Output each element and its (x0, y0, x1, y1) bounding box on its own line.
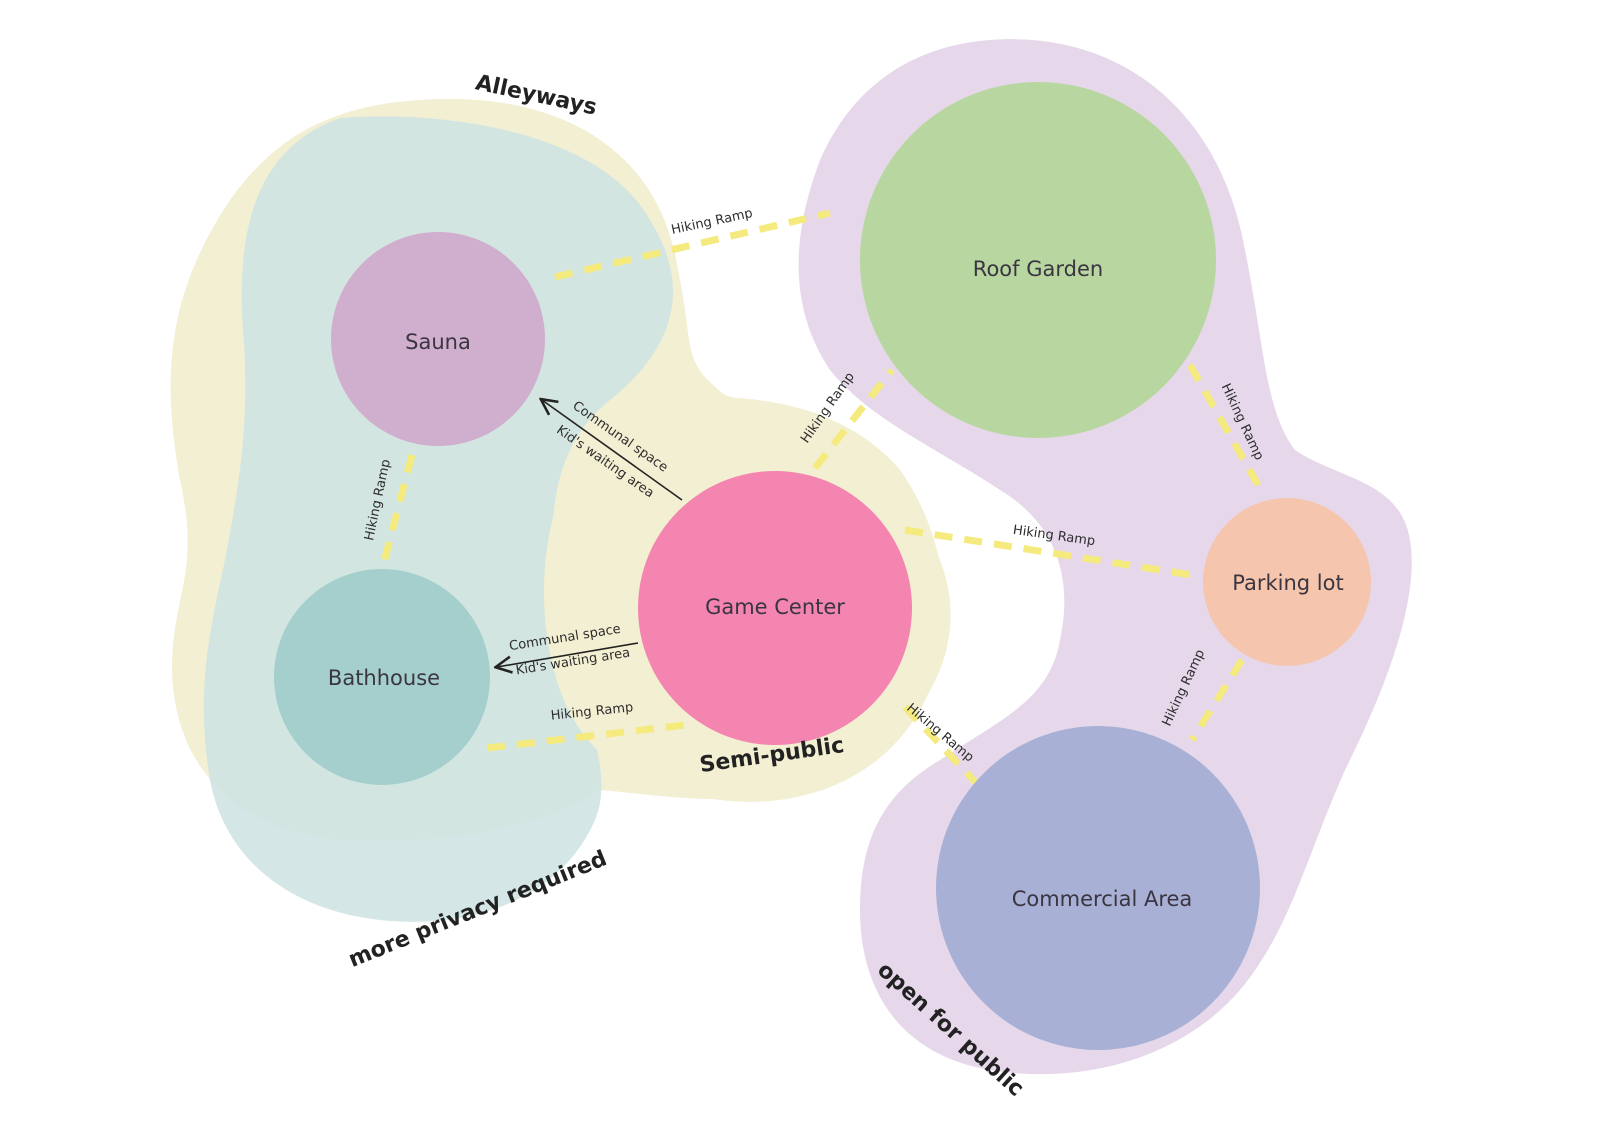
ramp-roof-park (1186, 363, 1266, 494)
sauna-circle (331, 232, 545, 446)
roof-garden-circle (860, 82, 1216, 438)
ramp-sauna-roof (554, 209, 831, 281)
sauna-label: Sauna (405, 330, 471, 354)
ramp-label-game-comm: Hiking Ramp (903, 701, 976, 766)
arrow-to-bathhouse (497, 642, 639, 667)
roof-garden-label: Roof Garden (973, 257, 1103, 281)
parking-lot-circle (1203, 498, 1371, 666)
game-center-circle (638, 471, 912, 745)
arrow-to-sauna (542, 400, 683, 501)
ramp-park-comm (1189, 658, 1245, 742)
nodes (274, 82, 1371, 1050)
commercial-area-label: Commercial Area (1012, 887, 1193, 911)
bathhouse-label: Bathhouse (328, 666, 440, 690)
ramp-game-comm (902, 704, 981, 788)
ramp-bath-game (486, 721, 686, 752)
ramp-game-park (904, 526, 1199, 580)
parking-lot-label: Parking lot (1232, 571, 1343, 595)
hiking-ramps (380, 209, 1266, 788)
ramp-game-roof (812, 367, 895, 471)
ramp-sauna-bath (380, 454, 416, 563)
bathhouse-circle (274, 569, 490, 785)
game-center-label: Game Center (705, 595, 845, 619)
commercial-area-circle (936, 726, 1260, 1050)
